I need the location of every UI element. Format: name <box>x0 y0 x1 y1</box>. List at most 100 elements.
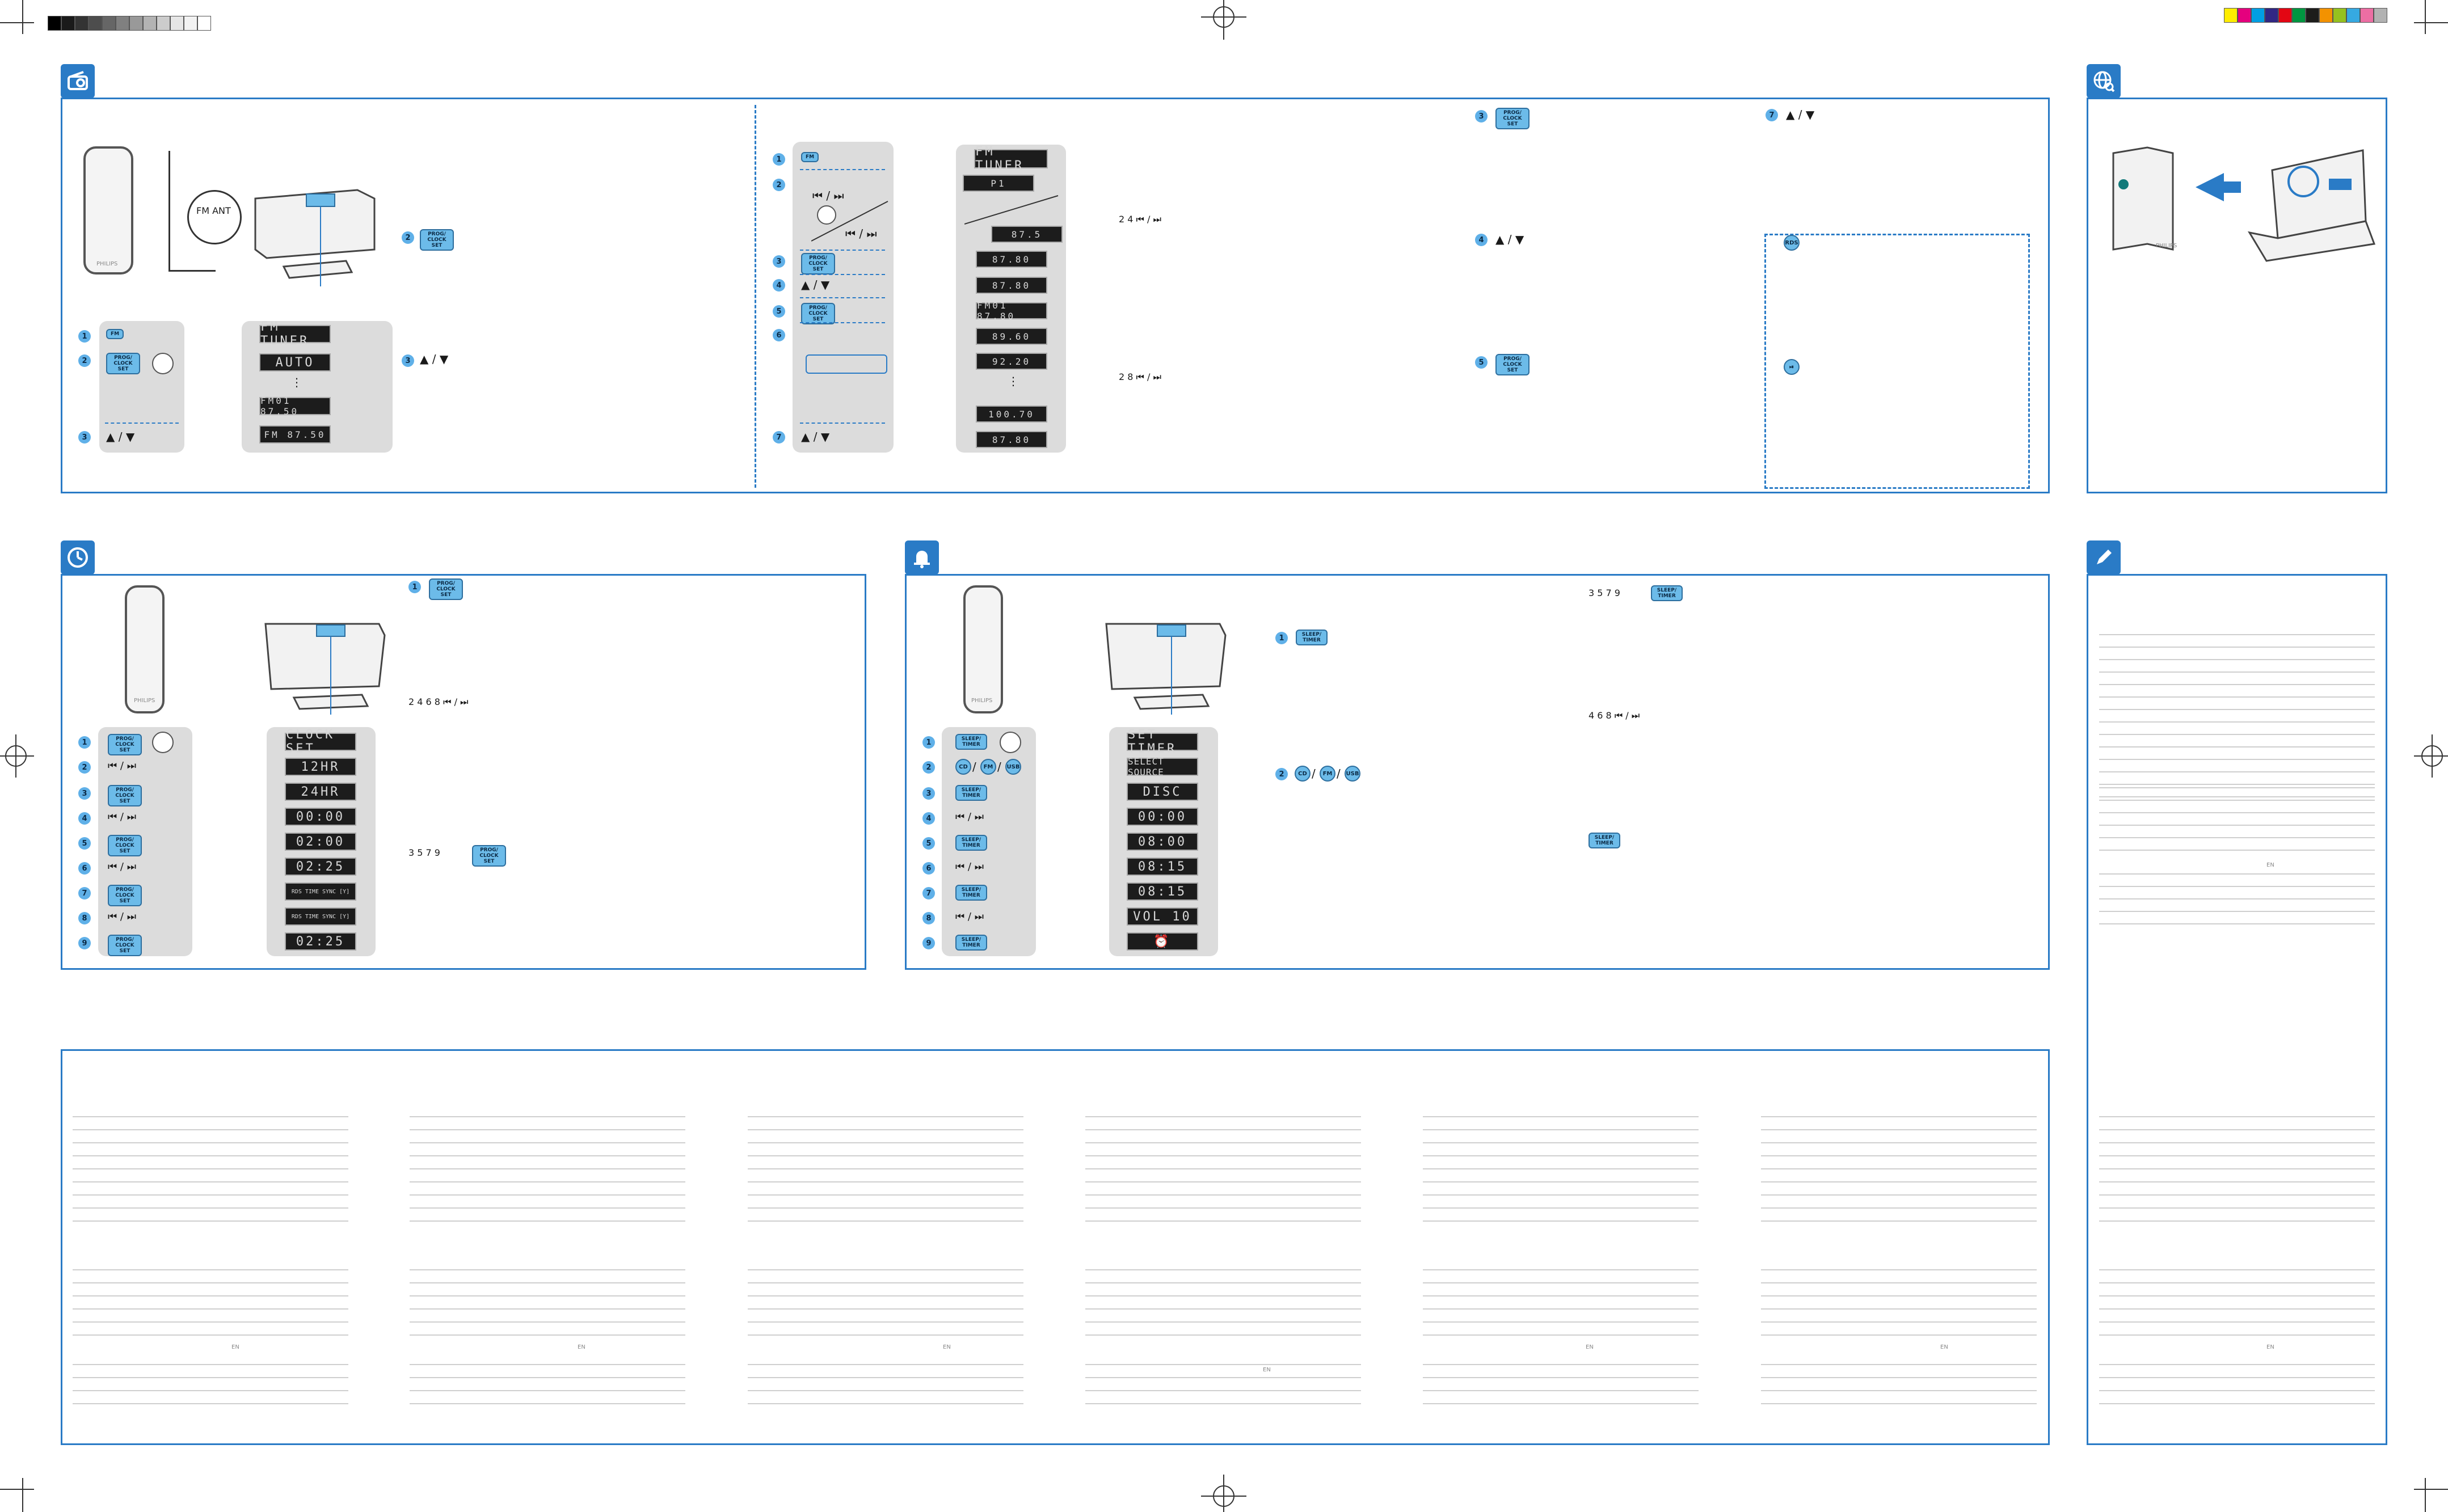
text-line <box>1085 1220 1361 1222</box>
prog-clock-set-button[interactable]: PROG/ CLOCK SET <box>472 845 506 867</box>
text-line <box>748 1282 1023 1283</box>
text-line <box>2099 1155 2375 1156</box>
text-line <box>1423 1220 1699 1222</box>
step-number: 1 <box>1275 632 1288 644</box>
prog-clock-set-button[interactable]: PROG/ CLOCK SET <box>108 785 142 806</box>
text-line <box>1085 1168 1361 1169</box>
play-pause-button[interactable]: ⏯ <box>1784 359 1800 375</box>
page-footer: EN <box>1586 1344 1594 1350</box>
text-line <box>1423 1295 1699 1296</box>
prog-clock-set-button[interactable]: PROG/ CLOCK SET <box>801 253 835 274</box>
prog-clock-set-button[interactable]: PROG/ CLOCK SET <box>106 353 140 374</box>
text-line <box>1761 1168 2037 1169</box>
text-line <box>2099 1377 2375 1378</box>
text-line <box>1761 1364 2037 1365</box>
text-line <box>73 1295 348 1296</box>
lcd-display: 100.70 <box>976 406 1047 423</box>
prog-clock-set-button[interactable]: PROG/ CLOCK SET <box>1495 108 1530 129</box>
prev-next-buttons[interactable]: ⏮ / ⏭ <box>1136 214 1161 225</box>
text-line <box>1423 1377 1699 1378</box>
text-line <box>2099 734 2375 735</box>
text-line <box>2099 1142 2375 1143</box>
up-down-buttons[interactable]: ▲ / ▼ <box>801 430 830 444</box>
prog-clock-set-button[interactable]: PROG/ CLOCK SET <box>420 229 454 251</box>
text-line <box>73 1155 348 1156</box>
text-line <box>748 1194 1023 1196</box>
sleep-timer-button[interactable]: SLEEP/ TIMER <box>1589 833 1620 848</box>
prev-next-buttons[interactable]: ⏮ / ⏭ <box>955 861 984 873</box>
separator <box>105 423 179 424</box>
sleep-timer-button[interactable]: SLEEP/ TIMER <box>955 785 987 801</box>
text-line <box>2099 886 2375 887</box>
ellipsis-arrow: ⋮ <box>1008 374 1019 388</box>
cd-button[interactable]: CD <box>955 759 971 775</box>
prog-clock-set-button[interactable]: PROG/ CLOCK SET <box>108 885 142 906</box>
fm-button[interactable]: FM <box>980 759 996 775</box>
prog-clock-set-button[interactable]: PROG/ CLOCK SET <box>108 935 142 956</box>
sleep-timer-button[interactable]: SLEEP/ TIMER <box>955 835 987 851</box>
sleep-timer-button[interactable]: SLEEP/ TIMER <box>1651 585 1683 601</box>
step-number: 8 <box>922 912 935 924</box>
prev-next-buttons[interactable]: ⏮ / ⏭ <box>1614 710 1640 721</box>
text-line <box>1423 1308 1699 1310</box>
prev-next-buttons[interactable]: ⏮ / ⏭ <box>108 861 136 873</box>
prev-next-buttons[interactable]: ⏮ / ⏭ <box>955 911 984 923</box>
text-line <box>1085 1181 1361 1182</box>
step-reference: 2 8 ⏮ / ⏭ <box>1119 371 1161 383</box>
text-line <box>2099 1390 2375 1391</box>
sleep-timer-button[interactable]: SLEEP/ TIMER <box>955 734 987 750</box>
sleep-timer-button[interactable]: SLEEP/ TIMER <box>1296 630 1328 645</box>
separator <box>800 297 885 298</box>
lcd-display: RDS TIME SYNC [Y] <box>285 907 356 926</box>
usb-button[interactable]: USB <box>1345 766 1360 782</box>
prog-clock-set-button[interactable]: PROG/ CLOCK SET <box>429 578 463 600</box>
prog-clock-set-button[interactable]: PROG/ CLOCK SET <box>108 734 142 755</box>
rds-button[interactable]: RDS <box>1784 235 1800 251</box>
prev-next-buttons[interactable]: ⏮ / ⏭ <box>1136 371 1161 382</box>
text-line <box>2099 1364 2375 1365</box>
text-line <box>748 1129 1023 1130</box>
prog-clock-set-button[interactable]: PROG/ CLOCK SET <box>108 835 142 856</box>
text-line <box>2099 800 2375 801</box>
text-line <box>2099 671 2375 673</box>
lcd-display: 08:00 <box>1127 833 1198 851</box>
text-line <box>2099 1403 2375 1404</box>
text-line <box>1085 1155 1361 1156</box>
up-down-buttons[interactable]: ▲ / ▼ <box>1786 108 1815 121</box>
text-line <box>1761 1295 2037 1296</box>
text-line <box>1085 1194 1361 1196</box>
prev-next-buttons[interactable]: ⏮ / ⏭ <box>812 189 844 202</box>
prev-next-buttons[interactable]: ⏮ / ⏭ <box>108 811 136 823</box>
fm-button[interactable]: FM <box>106 329 124 339</box>
usb-button[interactable]: USB <box>1005 759 1021 775</box>
prev-next-buttons[interactable]: ⏮ / ⏭ <box>108 911 136 923</box>
cd-button[interactable]: CD <box>1295 766 1311 782</box>
up-down-buttons[interactable]: ▲ / ▼ <box>801 278 830 292</box>
lcd-display: AUTO <box>259 353 331 371</box>
prev-next-buttons[interactable]: ⏮ / ⏭ <box>443 696 469 707</box>
prev-next-buttons[interactable]: ⏮ / ⏭ <box>108 760 136 772</box>
radio-panel-divider <box>755 105 756 488</box>
step-number: 6 <box>922 862 935 875</box>
prev-next-buttons[interactable]: ⏮ / ⏭ <box>845 227 877 240</box>
up-down-buttons[interactable]: ▲ / ▼ <box>1495 233 1524 246</box>
fm-button[interactable]: FM <box>1320 766 1335 782</box>
prog-clock-set-button[interactable]: PROG/ CLOCK SET <box>1495 354 1530 375</box>
sleep-timer-button[interactable]: SLEEP/ TIMER <box>955 935 987 951</box>
step-number: 3 <box>1475 110 1488 123</box>
timer-panel <box>905 574 2050 970</box>
step-numbers: 4 6 8 <box>1589 710 1612 721</box>
up-down-buttons[interactable]: ▲ / ▼ <box>106 430 135 444</box>
text-line <box>73 1403 348 1404</box>
text-line <box>748 1364 1023 1365</box>
text-line <box>73 1269 348 1270</box>
fm-button[interactable]: FM <box>801 152 819 162</box>
prev-next-buttons[interactable]: ⏮ / ⏭ <box>955 811 984 823</box>
text-line <box>2099 1295 2375 1296</box>
step-reference: 3 5 7 9 <box>408 847 440 858</box>
step-number: 1 <box>773 153 785 166</box>
lcd-display: P1 <box>963 175 1034 192</box>
sleep-timer-button[interactable]: SLEEP/ TIMER <box>955 885 987 901</box>
up-down-buttons[interactable]: ▲ / ▼ <box>420 352 449 366</box>
prog-clock-set-button[interactable]: PROG/ CLOCK SET <box>801 303 835 324</box>
